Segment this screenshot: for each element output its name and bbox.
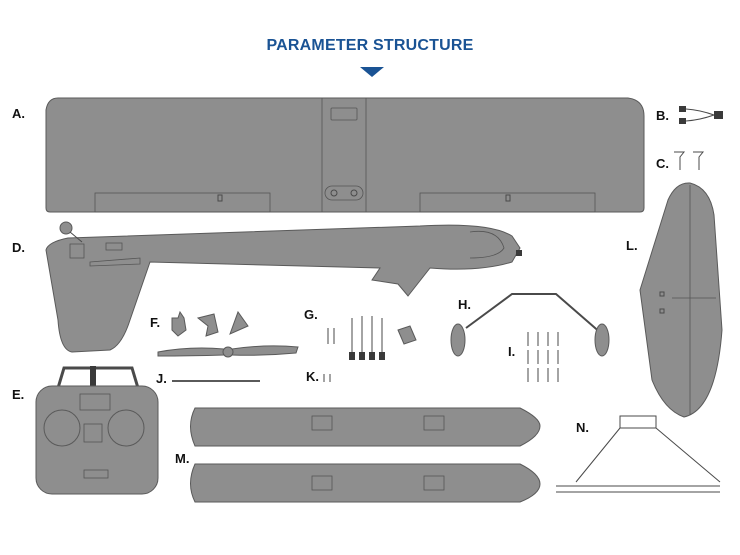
label-j: J. [156, 371, 167, 386]
fuselage [45, 221, 522, 353]
title-pointer-icon [360, 67, 384, 77]
label-g: G. [304, 307, 318, 322]
floats [190, 407, 541, 503]
label-e: E. [12, 387, 25, 402]
label-n: N. [576, 420, 589, 435]
label-l: L. [626, 238, 638, 253]
linkage-set [327, 316, 417, 360]
small-clips [323, 374, 331, 382]
label-f: F. [150, 315, 161, 330]
label-h: H. [458, 297, 471, 312]
propeller-set [157, 310, 299, 358]
label-k: K. [306, 369, 319, 384]
transmitter [35, 366, 159, 495]
label-m: M. [175, 451, 190, 466]
y-cable [679, 106, 723, 124]
label-b: B. [656, 108, 669, 123]
display-stand [556, 415, 721, 493]
label-i: I. [508, 344, 516, 359]
screw-set [527, 332, 559, 382]
horizontal-stabilizer [639, 182, 723, 418]
landing-gear [450, 293, 610, 357]
main-wing [45, 97, 645, 213]
label-a: A. [12, 106, 25, 121]
pushpins [674, 151, 705, 170]
label-d: D. [12, 240, 25, 255]
label-c: C. [656, 156, 669, 171]
page-title: PARAMETER STRUCTURE [266, 37, 474, 54]
